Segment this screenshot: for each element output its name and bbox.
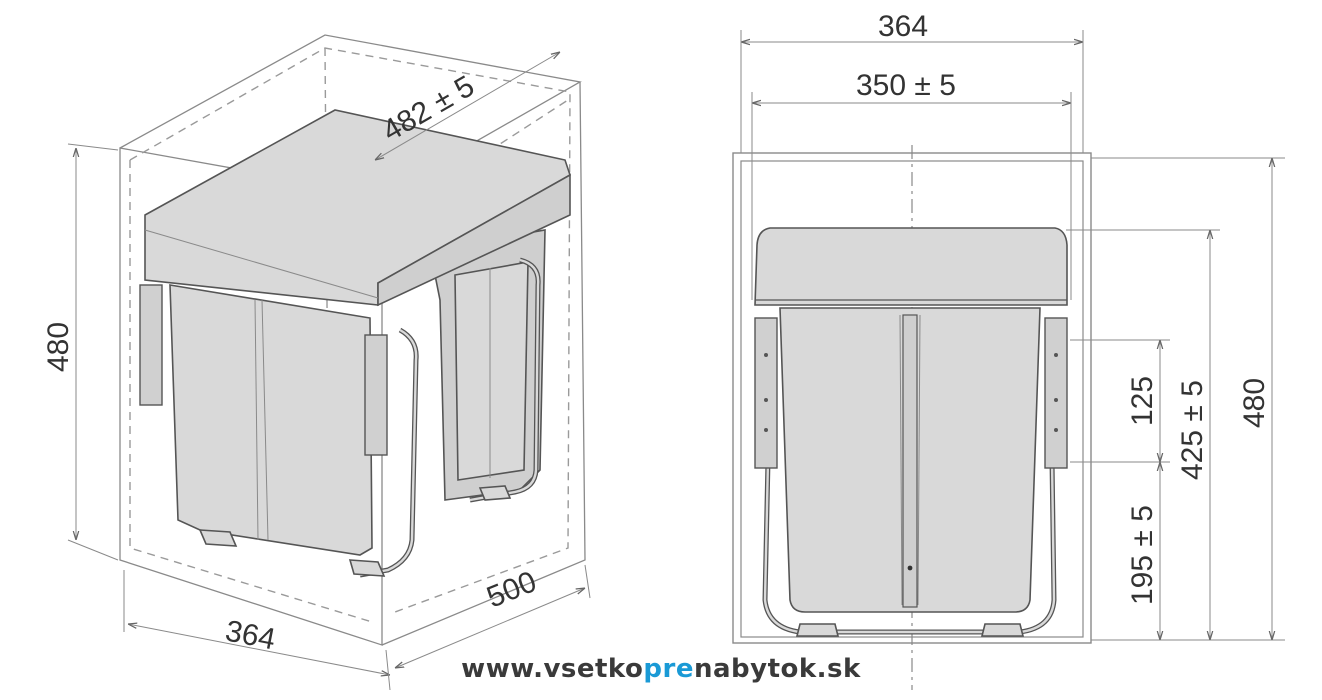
right-height-label: 480	[1238, 378, 1271, 428]
left-height-label: 480	[42, 322, 75, 372]
front-bin	[169, 284, 373, 556]
right-bottom-label: 195 ± 5	[1126, 505, 1159, 605]
side-frame	[139, 257, 541, 578]
front-lid	[754, 227, 1068, 306]
front-view: 364 350 ± 5 480 425 ± 5 125 195 ± 5	[732, 10, 1285, 690]
rear-bin	[429, 229, 546, 501]
right-gap-label: 125	[1126, 376, 1159, 426]
isometric-view: 480 364 500 482 ± 5	[42, 34, 591, 691]
website-watermark: www.vsetkoprenabytok.sk	[0, 654, 1322, 684]
left-width-label: 364	[223, 614, 278, 656]
watermark-suffix: nabytok.sk	[693, 654, 861, 684]
watermark-highlight: pre	[643, 654, 694, 684]
right-outer-width-label: 364	[878, 10, 928, 43]
dimension-lines-left	[67, 52, 591, 691]
watermark-prefix: www.vsetko	[461, 654, 644, 684]
left-depth-label: 500	[482, 565, 541, 614]
right-inner-width-label: 350 ± 5	[856, 69, 956, 102]
right-rail-height-label: 425 ± 5	[1176, 380, 1209, 480]
